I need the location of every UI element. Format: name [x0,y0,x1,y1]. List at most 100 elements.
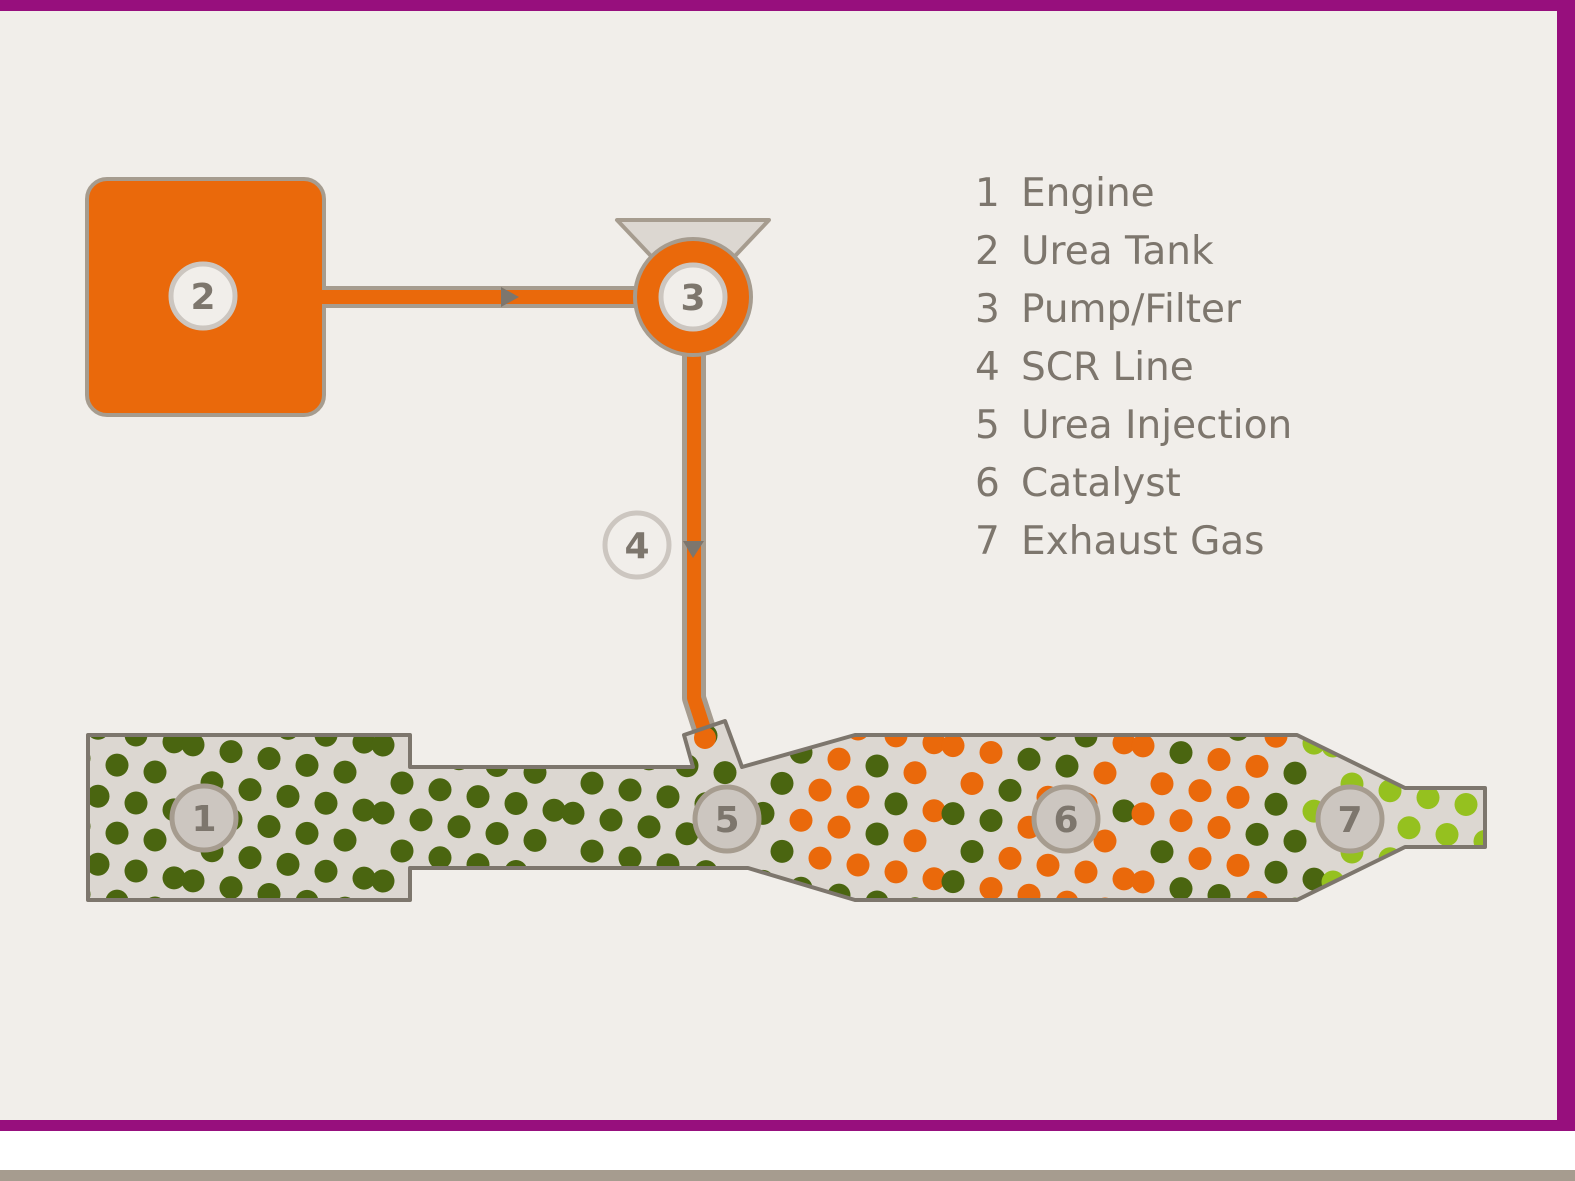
particle-dot [1493,800,1516,823]
particle-dot [1226,853,1250,877]
particle-dot [504,859,528,883]
legend-number: 2 [975,229,1000,274]
particle-dot [637,815,661,839]
badge-number: 2 [190,277,215,318]
particle-dot [903,829,927,853]
particle-dot [125,928,148,951]
particle-dot [1435,755,1459,779]
particle-dot [961,908,984,931]
particle-dot [505,928,528,951]
scr-line-pipe [682,343,718,742]
particle-dot [105,821,129,845]
urea-droplet [694,727,716,749]
particle-dot [1150,840,1174,864]
particle-dot [1340,721,1364,728]
particle-dot [1188,847,1212,871]
particle-dot [1207,815,1231,839]
particle-dot [675,890,699,900]
particle-dot [960,840,984,864]
particle-dot [1131,734,1155,758]
particle-dot [1512,871,1535,894]
particle-dot [523,760,547,784]
particle-dot [618,721,642,734]
particle-dot [219,740,243,764]
particle-dot [1341,908,1364,931]
particle-dot [49,710,72,733]
particle-dot [999,915,1022,938]
badge-number: 6 [1053,800,1078,841]
particle-dot [352,798,376,822]
particle-dot [429,914,452,937]
particle-dot [257,814,281,838]
particle-dot [1512,735,1535,758]
badge-scr-line: 4 [602,510,672,580]
particle-dot [219,876,243,900]
particle-dot [979,740,1003,764]
badge-catalyst: 6 [1031,784,1101,854]
particle-dot [1379,915,1402,938]
legend-label: Engine [1021,171,1155,216]
legend-label: SCR Line [1021,345,1194,390]
particle-dot [391,907,414,930]
particle-dot [371,801,395,825]
particle-dot [656,721,680,741]
particle-dot [257,882,281,900]
particle-dot [1359,741,1383,765]
particle-dot [675,822,699,846]
badge-engine: 1 [169,783,239,853]
particle-dot [485,890,509,900]
particle-dot [163,934,186,957]
particle-dot [466,785,490,809]
particle-dot [523,896,547,900]
particle-dot [770,771,794,795]
particle-dot [466,721,490,741]
legend-number: 5 [975,403,1000,448]
particle-dot [1454,860,1478,884]
particle-dot [1245,754,1269,778]
particle-dot [581,908,604,931]
particle-dot [181,869,205,893]
particle-dot [87,921,110,944]
particle-dot [580,721,604,727]
particle-dot [1283,761,1307,785]
particle-dot [847,922,870,945]
particle-dot [467,921,490,944]
particle-dot [105,889,129,900]
particle-dot [162,866,186,890]
particle-dot [371,869,395,893]
legend-number: 7 [975,519,1000,564]
particle-dot [1226,785,1250,809]
particle-dot [1245,890,1269,900]
bottom-bar [0,1170,1575,1181]
particle-dot [295,753,319,777]
badge-exhaust-gas: 7 [1315,784,1385,854]
particle-dot [733,935,756,958]
particle-dot [998,846,1022,870]
particle-dot [599,876,623,900]
particle-dot [1473,761,1485,785]
particle-dot [1493,936,1516,959]
particle-dot [903,761,927,785]
particle-dot [884,792,908,816]
legend-label: Urea Injection [1021,403,1293,448]
particle-dot [865,822,889,846]
badge-number: 7 [1337,800,1362,841]
particle-dot [409,876,433,900]
particle-dot [1265,929,1288,952]
particle-dot [1075,929,1098,952]
particle-dot [466,853,490,877]
particle-dot [49,914,72,937]
particle-dot [238,721,262,734]
particle-dot [1435,823,1459,847]
particle-dot [1435,891,1459,900]
particle-dot [1112,799,1136,823]
particle-dot [1151,908,1174,931]
particle-dot [580,839,604,863]
particle-dot [353,935,376,958]
particle-dot [1454,792,1478,816]
particle-dot [1169,741,1193,765]
particle-dot [1397,748,1421,772]
particle-dot [124,791,148,815]
particle-dot [543,935,566,958]
